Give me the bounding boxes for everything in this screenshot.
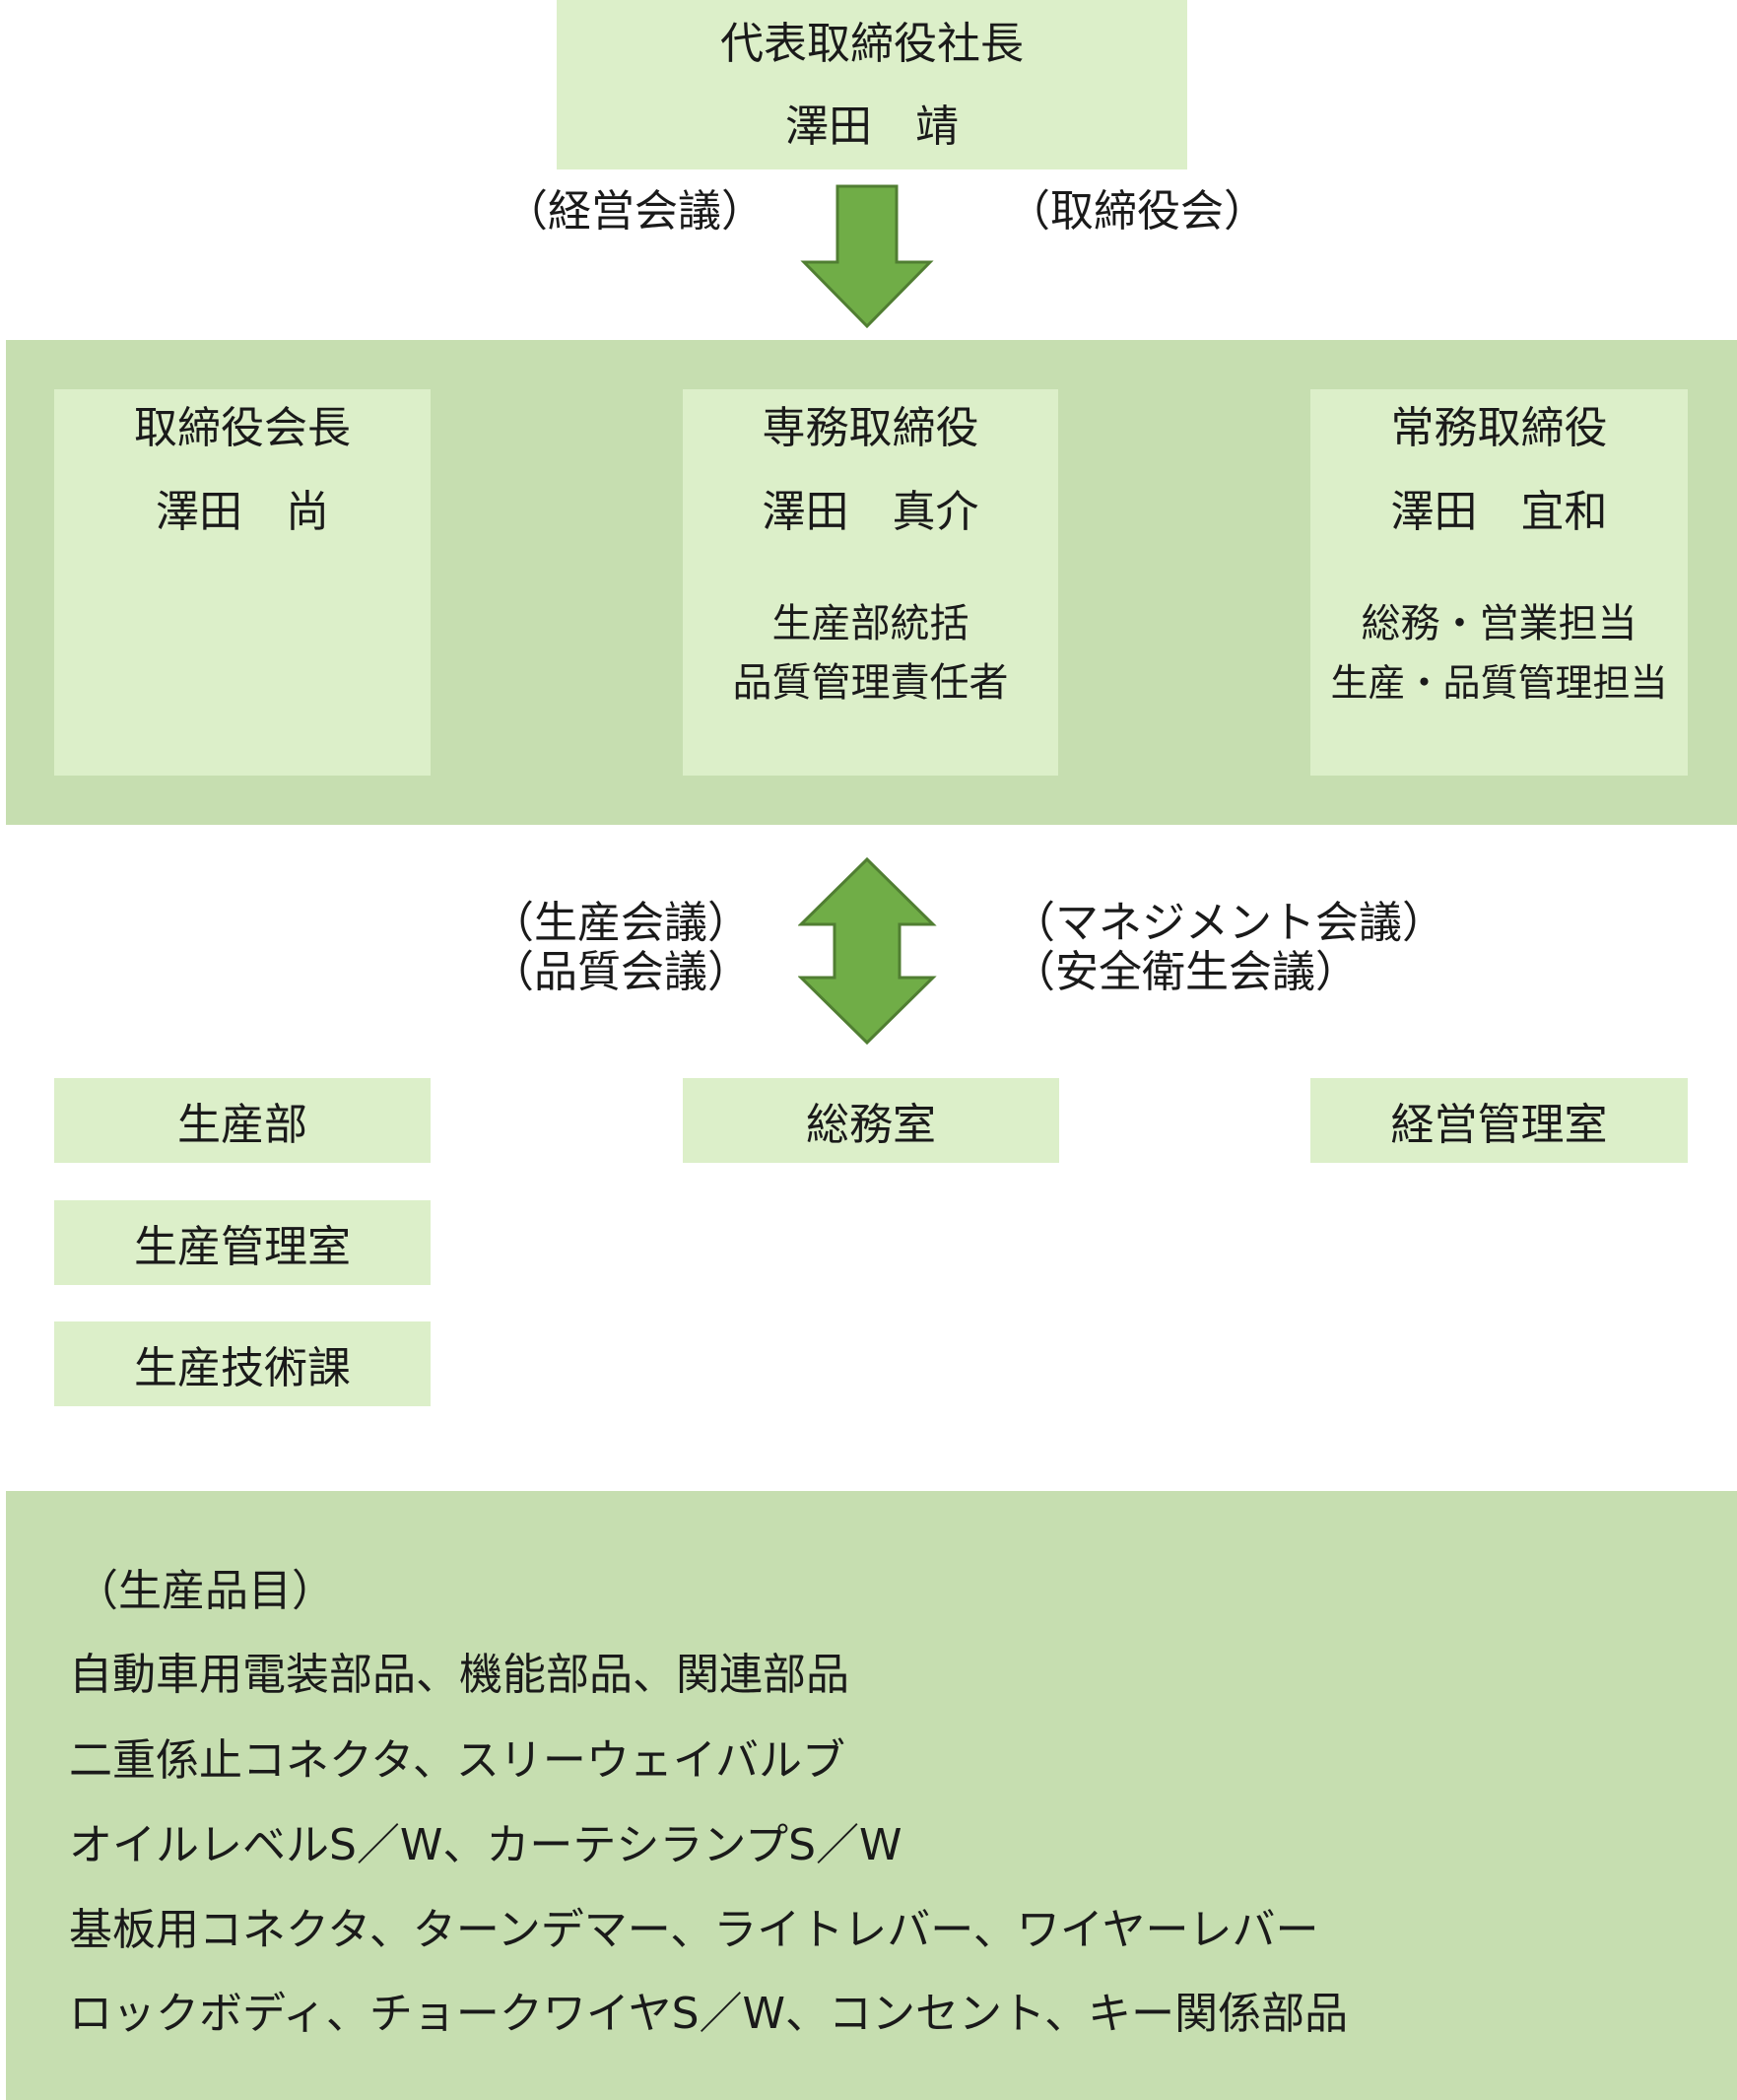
executive-duty: 品質管理責任者	[732, 660, 1009, 706]
executive-name: 澤田 真介	[762, 487, 979, 537]
executive-box-senior-managing: 専務取締役 澤田 真介 生産部統括 品質管理責任者	[683, 389, 1058, 776]
president-box: 代表取締役社長 澤田 靖	[557, 0, 1187, 169]
meeting-label-management: （マネジメント会議）	[1012, 898, 1445, 948]
product-line: ロックボディ、チョークワイヤS／W、コンセント、キー関係部品	[69, 1989, 1349, 2039]
meeting-label-keiei: （経営会議）	[504, 186, 765, 237]
executive-box-chairman: 取締役会長 澤田 尚	[54, 389, 431, 776]
products-heading: （生産品目）	[75, 1566, 335, 1616]
dept-production-control: 生産管理室	[54, 1200, 431, 1285]
executive-title: 常務取締役	[1390, 403, 1608, 453]
dept-general-affairs: 総務室	[683, 1078, 1059, 1163]
executive-duty: 生産部統括	[771, 601, 969, 646]
executive-name: 澤田 宜和	[1390, 487, 1608, 537]
executive-duty: 生産・品質管理担当	[1330, 661, 1668, 705]
product-line: オイルレベルS／W、カーテシランプS／W	[69, 1820, 902, 1870]
president-name: 澤田 靖	[785, 102, 959, 152]
double-arrow-icon	[798, 856, 937, 1046]
product-line: 二重係止コネクタ、スリーウェイバルブ	[69, 1735, 846, 1786]
meeting-label-production: （生産会議）	[491, 898, 751, 948]
executive-title: 取締役会長	[134, 403, 351, 453]
meeting-label-torishimariyakukai: （取締役会）	[1007, 186, 1267, 237]
product-line: 自動車用電装部品、機能部品、関連部品	[69, 1650, 849, 1700]
down-arrow-icon	[800, 184, 934, 329]
dept-production-engineering: 生産技術課	[54, 1321, 431, 1406]
executive-name: 澤田 尚	[156, 487, 329, 537]
product-line: 基板用コネクタ、ターンデマー、ライトレバー、ワイヤーレバー	[69, 1905, 1319, 1955]
meeting-label-quality: （品質会議）	[491, 947, 751, 997]
president-title: 代表取締役社長	[720, 19, 1024, 69]
dept-production: 生産部	[54, 1078, 431, 1163]
executive-title: 専務取締役	[762, 403, 979, 453]
dept-management: 経営管理室	[1310, 1078, 1688, 1163]
executive-box-managing: 常務取締役 澤田 宜和 総務・営業担当 生産・品質管理担当	[1310, 389, 1688, 776]
products-band: （生産品目） 自動車用電装部品、機能部品、関連部品 二重係止コネクタ、スリーウェ…	[6, 1491, 1737, 2100]
executive-duty: 総務・営業担当	[1361, 601, 1637, 646]
meeting-label-safety-health: （安全衛生会議）	[1012, 947, 1359, 997]
